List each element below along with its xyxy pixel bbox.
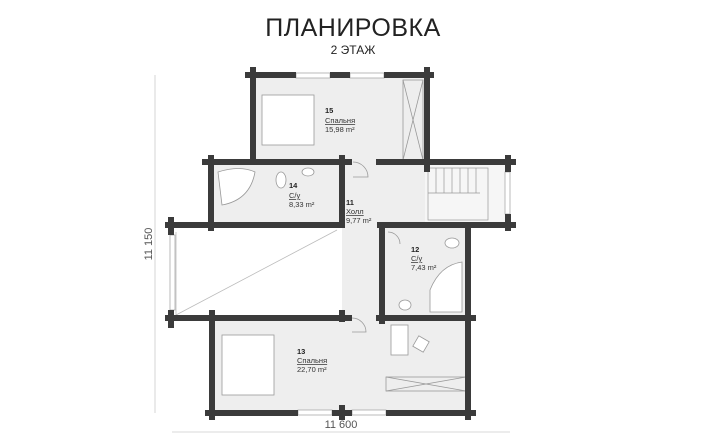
svg-text:7,43 m²: 7,43 m² — [411, 263, 437, 272]
svg-text:С/у: С/у — [411, 254, 423, 263]
chair-icon — [412, 335, 430, 353]
walls — [165, 67, 516, 420]
svg-text:С/у: С/у — [289, 191, 301, 200]
sink-icon — [301, 167, 315, 177]
svg-text:14: 14 — [289, 181, 298, 190]
svg-text:22,70 m²: 22,70 m² — [297, 365, 327, 374]
width-dimension: 11 600 — [325, 419, 358, 431]
stairs — [427, 167, 489, 221]
bed-icon — [261, 94, 315, 146]
svg-text:15,98 m²: 15,98 m² — [325, 125, 355, 134]
svg-text:15: 15 — [325, 106, 333, 115]
sink-icon — [398, 299, 412, 311]
bed-icon — [221, 334, 275, 396]
furniture — [217, 79, 467, 396]
svg-text:Спальня: Спальня — [325, 116, 355, 125]
toilet-icon — [275, 171, 287, 189]
room-label-12: 12С/у7,43 m² — [411, 245, 437, 272]
toilet-icon — [444, 237, 460, 249]
door-icon — [351, 317, 367, 333]
desk-icon — [390, 324, 409, 356]
height-dimension: 11 150 — [143, 228, 155, 261]
svg-text:Спальня: Спальня — [297, 356, 327, 365]
terrace — [175, 229, 338, 316]
svg-text:Холл: Холл — [346, 207, 364, 216]
page-title: ПЛАНИРОВКА — [265, 14, 441, 42]
svg-text:12: 12 — [411, 245, 419, 254]
svg-text:13: 13 — [297, 347, 305, 356]
floor-subtitle: 2 ЭТАЖ — [330, 43, 376, 57]
door-icon — [387, 231, 401, 245]
svg-text:8,33 m²: 8,33 m² — [289, 200, 315, 209]
svg-text:11: 11 — [346, 198, 354, 207]
dimension-lines — [154, 75, 510, 433]
room-label-14: 14С/у8,33 m² — [289, 181, 315, 209]
bathtub-icon — [429, 261, 463, 313]
windows — [169, 72, 511, 416]
door-icon — [352, 161, 369, 178]
bathtub-icon — [217, 168, 256, 206]
svg-text:9,77 m²: 9,77 m² — [346, 216, 372, 225]
